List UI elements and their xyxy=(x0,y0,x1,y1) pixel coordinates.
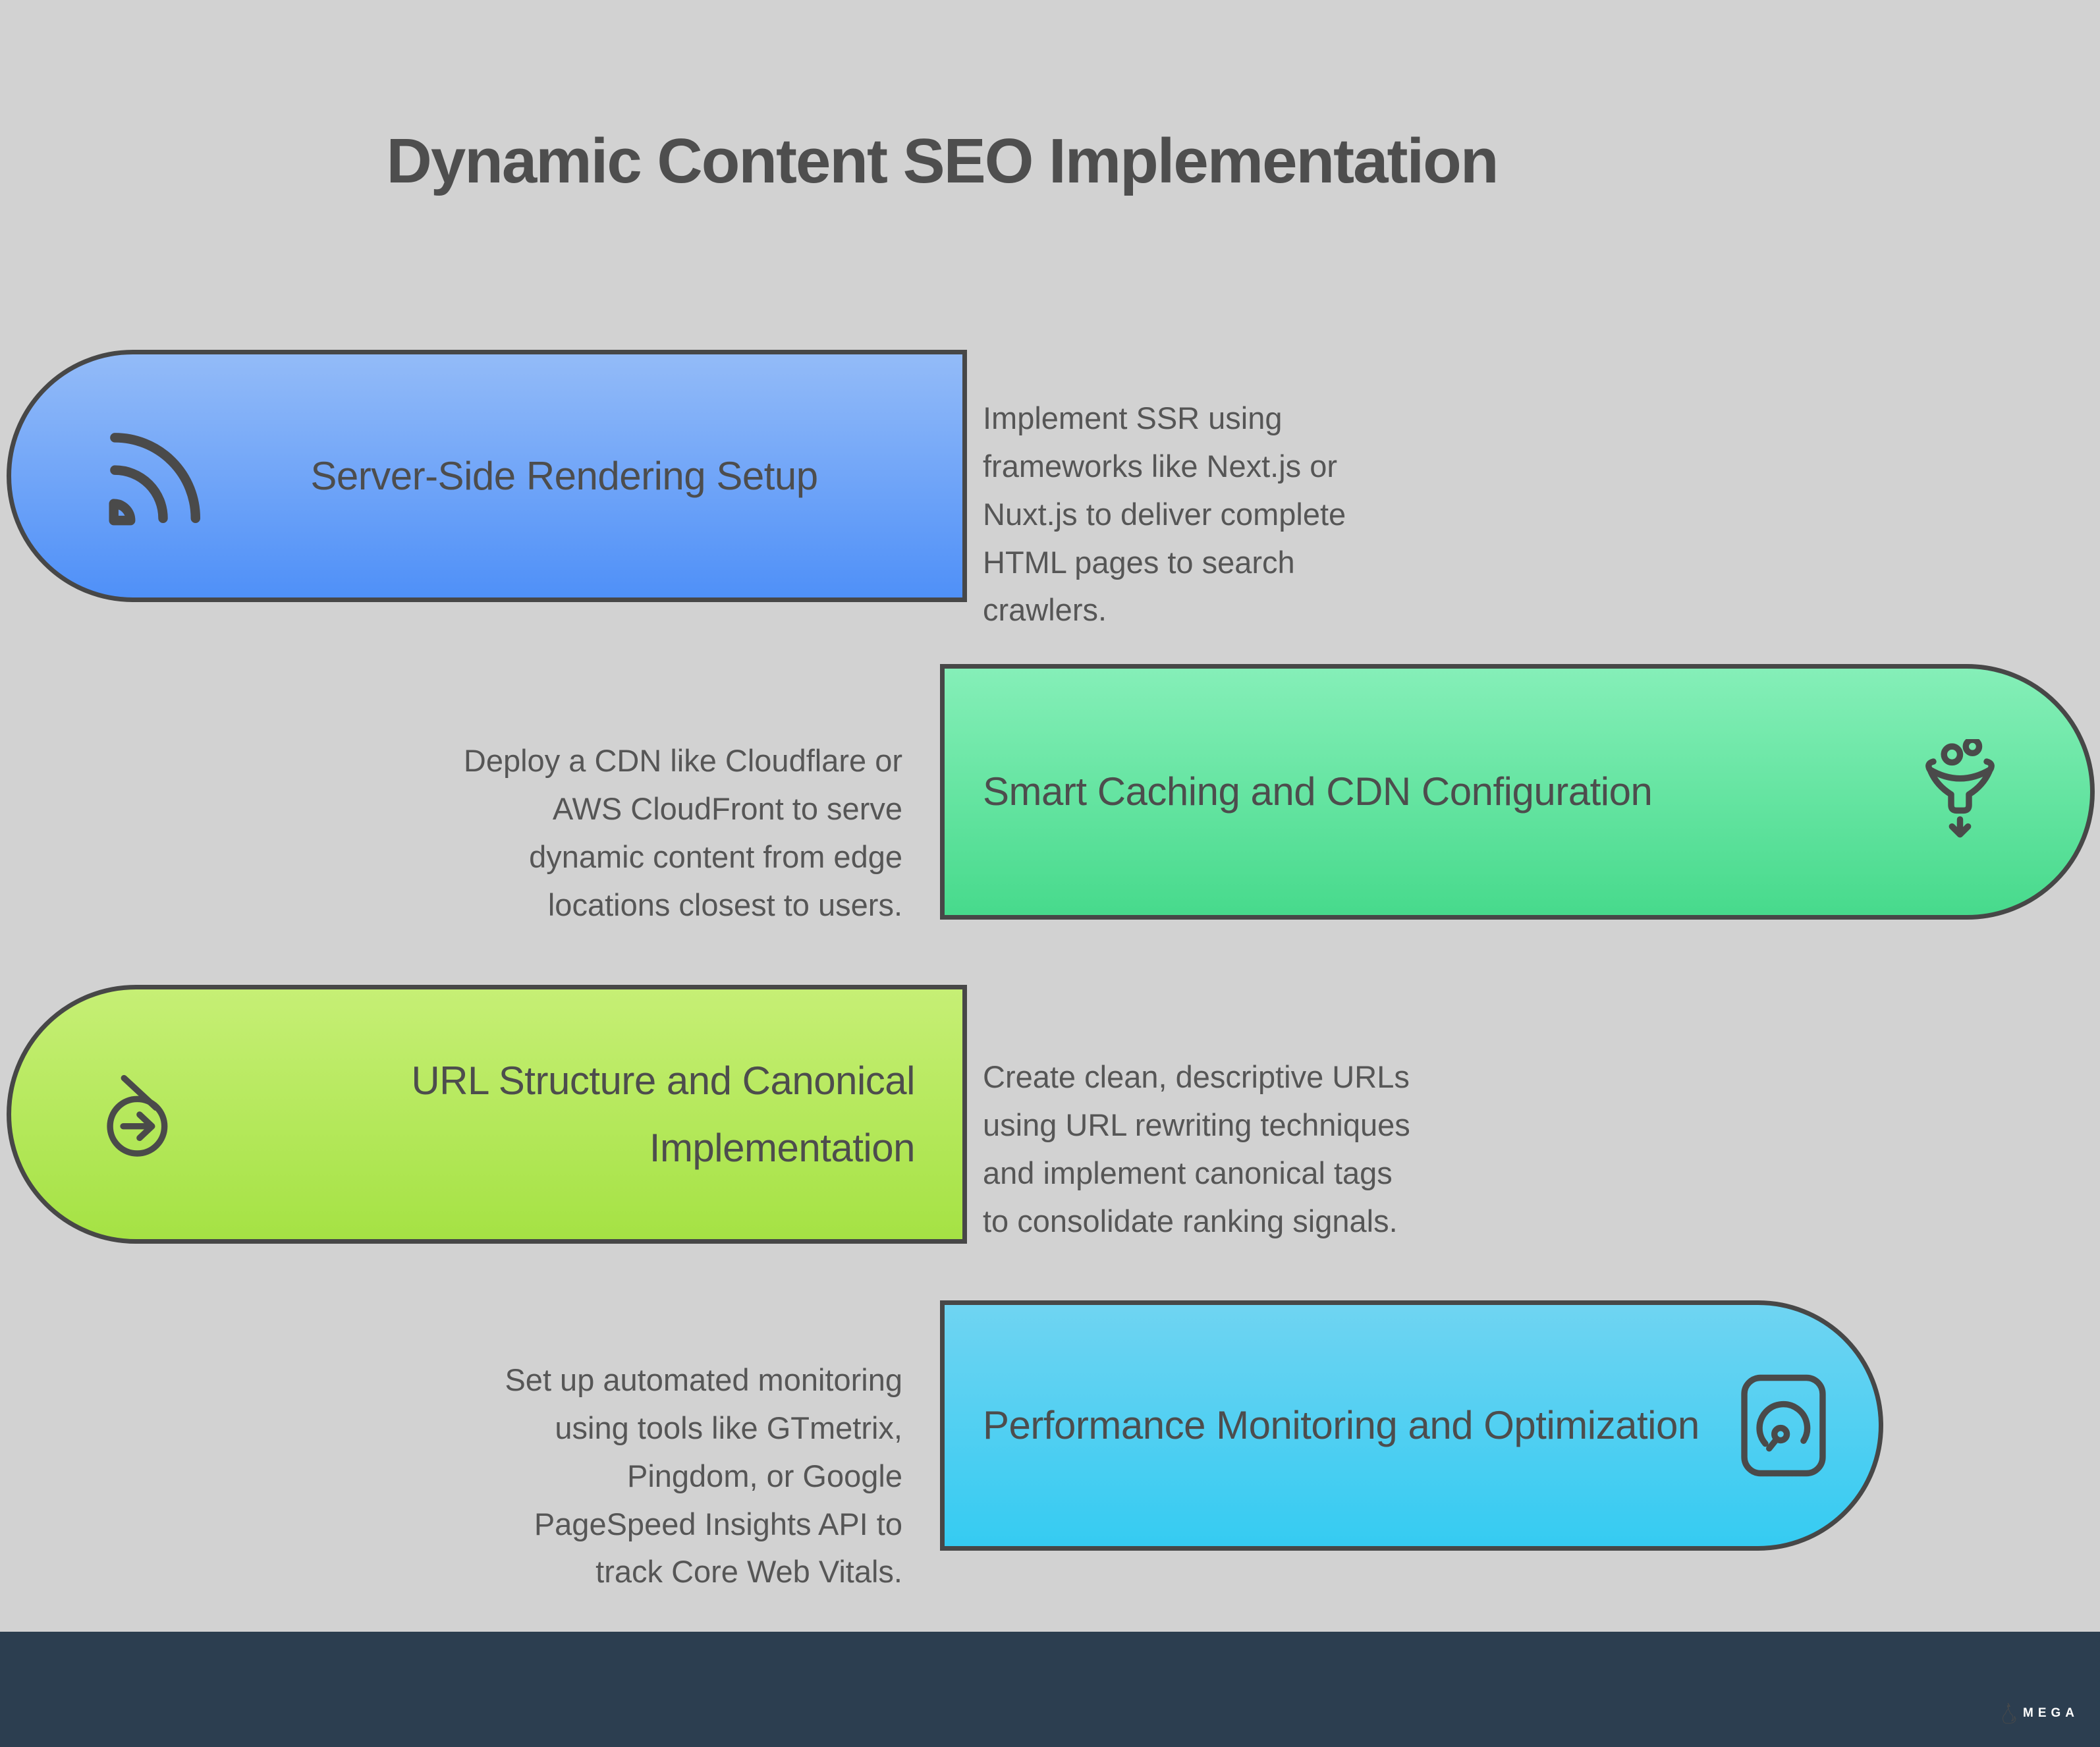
brand-name: MEGA xyxy=(2023,1706,2079,1720)
card-title: Smart Caching and CDN Configuration xyxy=(983,769,1653,814)
page-title: Dynamic Content SEO Implementation xyxy=(386,126,1499,196)
card-smart-caching-cdn: Smart Caching and CDN Configuration xyxy=(940,664,2095,920)
card-title: Server-Side Rendering Setup xyxy=(310,453,818,498)
card-url-structure-canonical: URL Structure and Canonical Implementati… xyxy=(7,985,967,1244)
footer: MEGA xyxy=(0,1632,2100,1747)
card-description: Create clean, descriptive URLs using URL… xyxy=(983,1059,1410,1238)
card-server-side-rendering: Server-Side Rendering Setup xyxy=(7,350,967,602)
card-description: Implement SSR using frameworks like Next… xyxy=(983,401,1346,628)
funnel-icon xyxy=(1916,739,2004,845)
gauge-icon xyxy=(1736,1373,1831,1478)
brand-logo: MEGA xyxy=(1999,1703,2079,1724)
card-performance-monitoring: Performance Monitoring and Optimization xyxy=(940,1300,1883,1551)
broadcast-icon xyxy=(90,417,202,536)
statue-icon xyxy=(1999,1703,2016,1724)
card-description: Deploy a CDN like Cloudflare or AWS Clou… xyxy=(463,743,902,922)
card-title: URL Structure and Canonical Implementati… xyxy=(411,1058,915,1170)
card-title: Performance Monitoring and Optimization xyxy=(983,1403,1699,1447)
arrow-right-circle-icon xyxy=(97,1061,175,1168)
card-description: Set up automated monitoring using tools … xyxy=(505,1362,902,1590)
